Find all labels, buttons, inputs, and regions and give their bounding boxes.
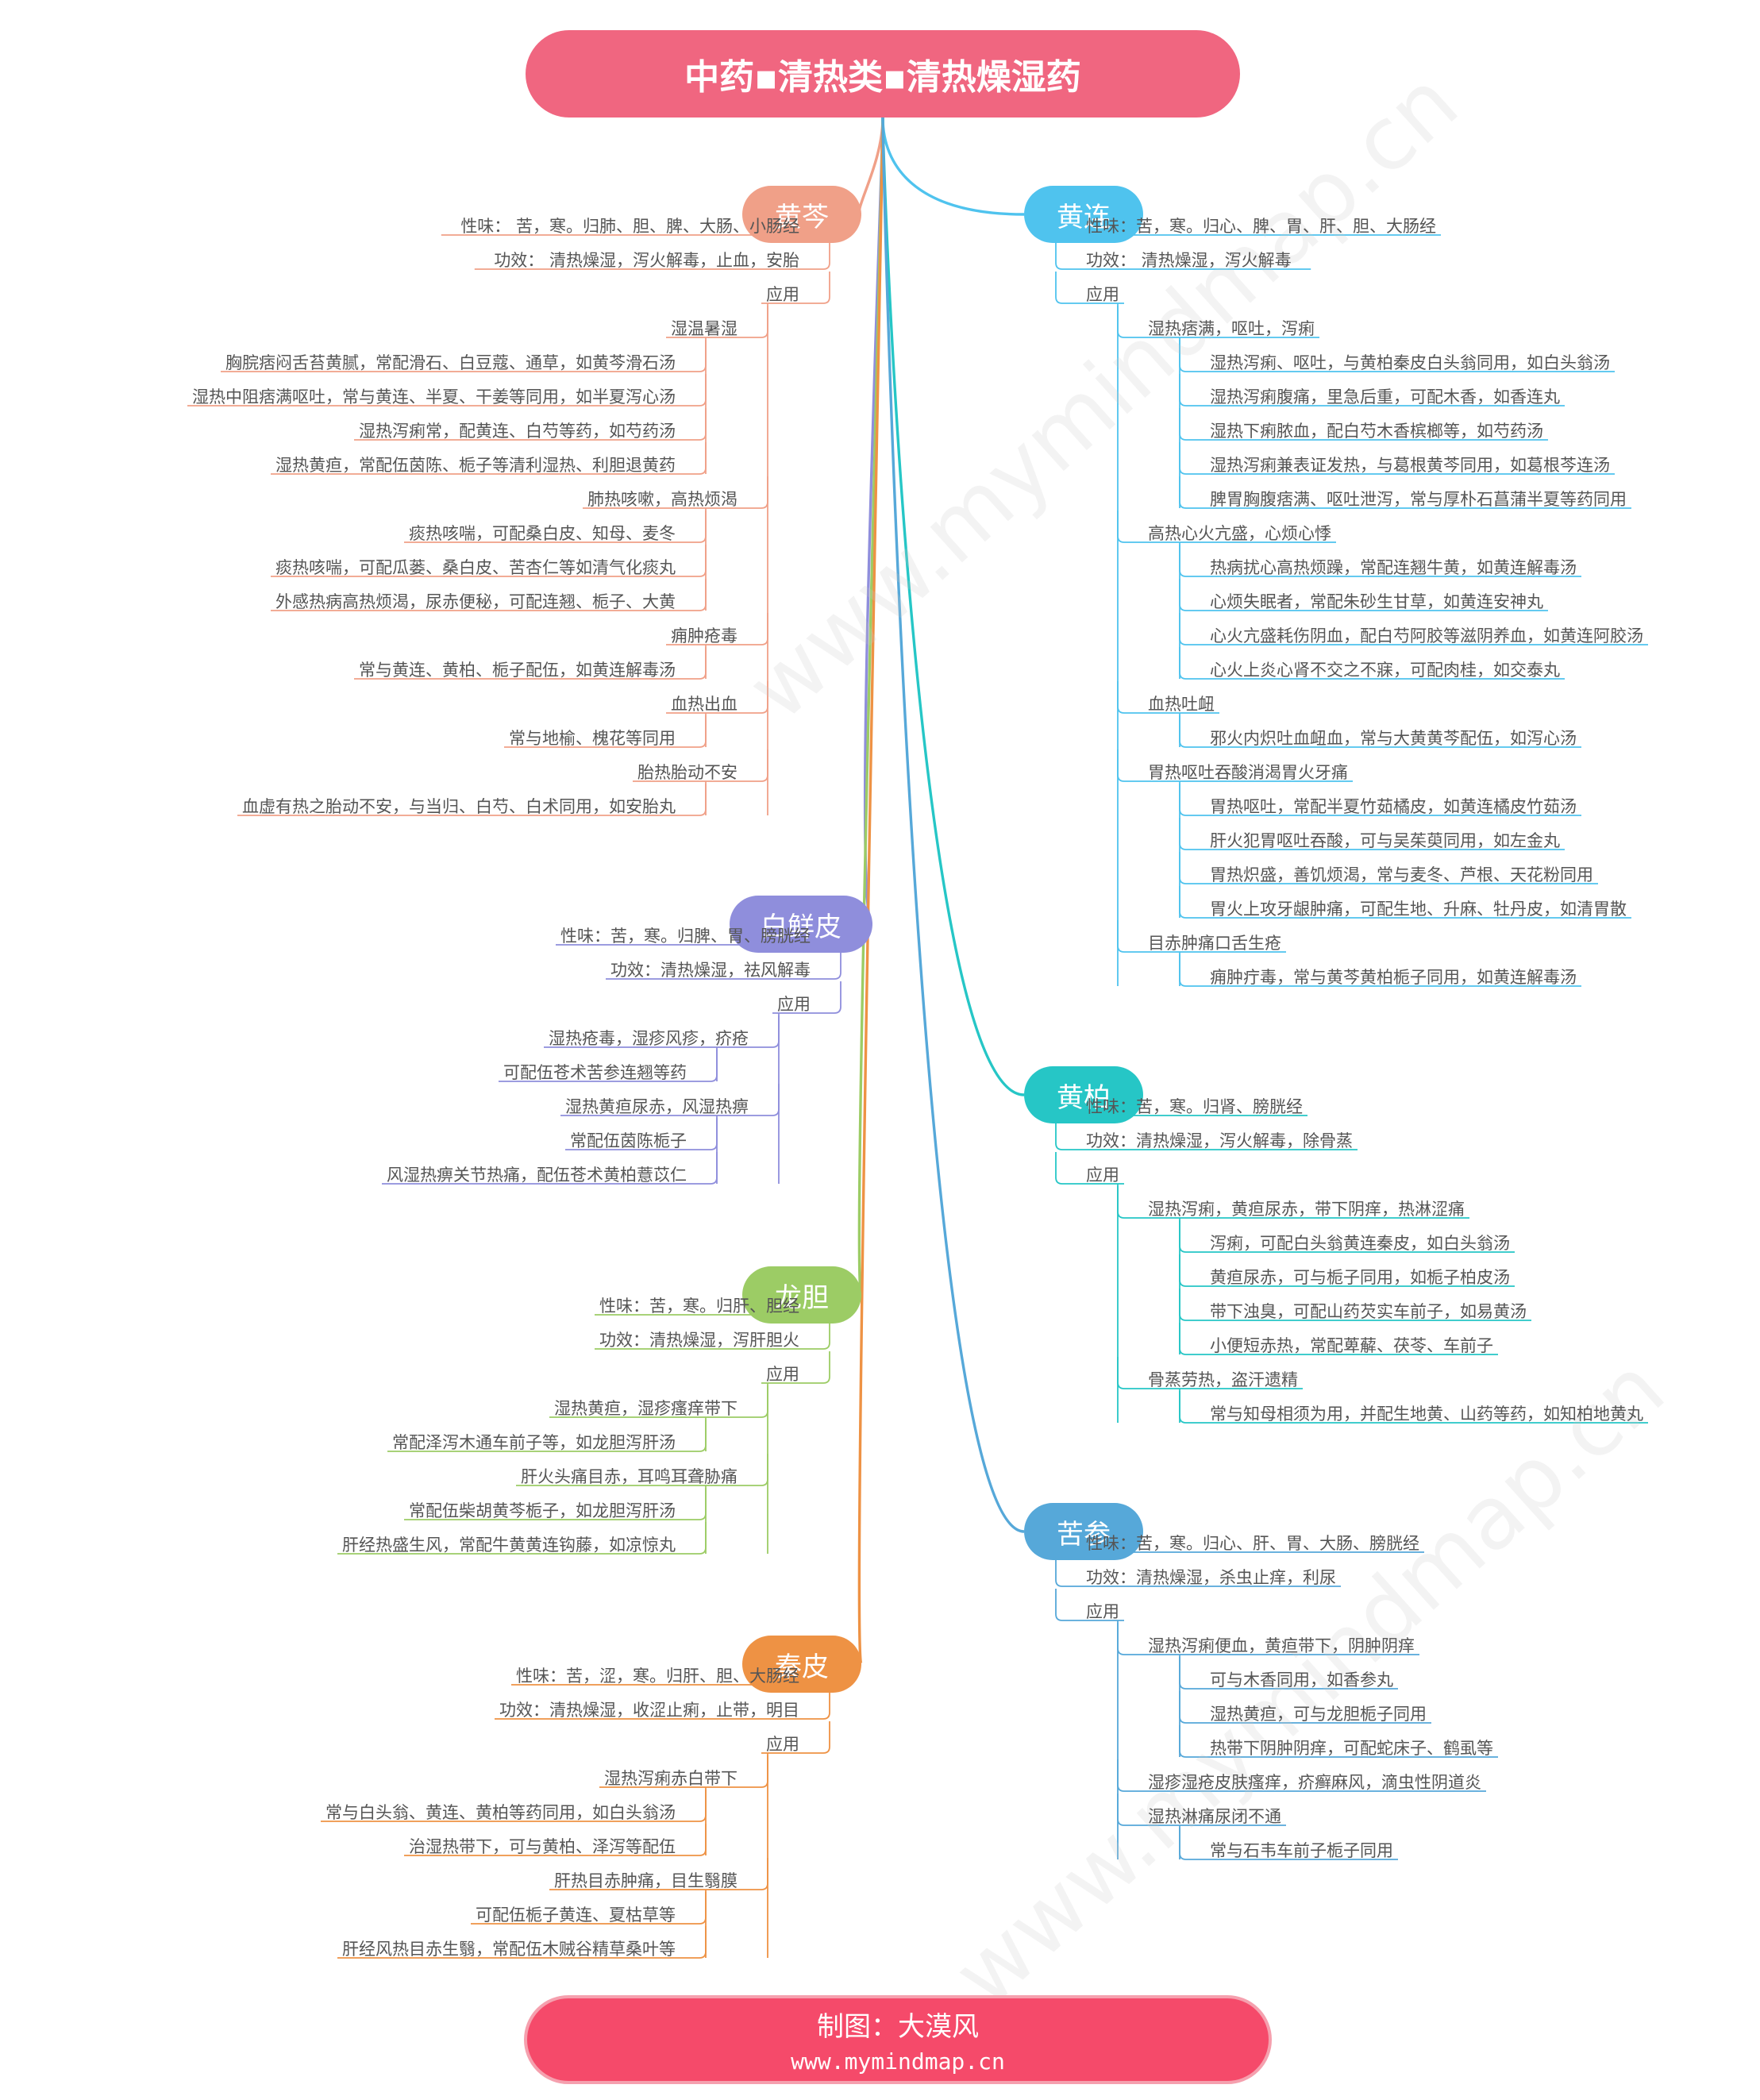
mindmap-leaf: 湿热黄疸，可与龙胆栀子同用: [1210, 1705, 1427, 1724]
mindmap-leaf: 肝火头痛目赤，耳鸣耳聋胁痛: [521, 1467, 738, 1486]
mindmap-leaf: 可与木香同用，如香参丸: [1210, 1670, 1393, 1690]
mindmap-leaf: 应用: [766, 285, 799, 304]
mindmap-leaf: 湿热黄疸，常配伍茵陈、栀子等清利湿热、利胆退黄药: [275, 456, 676, 475]
mindmap-leaf: 常配泽泻木通车前子等，如龙胆泻肝汤: [392, 1433, 676, 1452]
mindmap-leaf: 痈肿疮毒: [671, 626, 738, 645]
mindmap-leaf: 痰热咳喘，可配瓜蒌、桑白皮、苦杏仁等如清气化痰丸: [275, 558, 676, 577]
mindmap-leaf: 胸脘痞闷舌苔黄腻，常配滑石、白豆蔻、通草，如黄芩滑石汤: [225, 353, 676, 372]
mindmap-leaf: 肺热咳嗽，高热烦渴: [587, 490, 738, 509]
mindmap-leaf: 目赤肿痛口舌生疮: [1148, 934, 1281, 953]
mindmap-leaf: 功效：清热燥湿，收涩止痢，止带，明目: [499, 1701, 799, 1720]
mindmap-leaf: 胃热呕吐，常配半夏竹茹橘皮，如黄连橘皮竹茹汤: [1210, 797, 1577, 816]
mindmap-leaf: 常与石韦车前子栀子同用: [1210, 1841, 1393, 1860]
mindmap-leaf: 肝火犯胃呕吐吞酸，可与吴茱萸同用，如左金丸: [1210, 831, 1560, 850]
mindmap-leaf: 应用: [766, 1365, 799, 1384]
branch-node-huanglian: 黄连: [1024, 186, 1143, 243]
mindmap-leaf: 湿热泻痢、呕吐，与黄柏秦皮白头翁同用，如白头翁汤: [1210, 353, 1610, 372]
mindmap-leaf: 心火亢盛耗伤阴血，配白芍阿胶等滋阴养血，如黄连阿胶汤: [1210, 626, 1643, 645]
mindmap-leaf: 治湿热带下，可与黄柏、泽泻等配伍: [409, 1837, 676, 1856]
mindmap-leaf: 功效：清热燥湿，祛风解毒: [610, 961, 811, 980]
branch-node-qinpi: 秦皮: [742, 1636, 861, 1693]
mindmap-leaf: 胃热炽盛，善饥烦渴，常与麦冬、芦根、天花粉同用: [1210, 865, 1593, 884]
mindmap-leaf: 胎热胎动不安: [637, 763, 738, 782]
mindmap-leaf: 功效：清热燥湿，泻肝胆火: [599, 1331, 799, 1350]
mindmap-leaf: 胃火上攻牙龈肿痛，可配生地、升麻、牡丹皮，如清胃散: [1210, 900, 1627, 919]
mindmap-leaf: 应用: [1086, 285, 1119, 304]
branch-node-longdan: 龙胆: [742, 1266, 861, 1324]
mindmap-leaf: 湿热泻痢赤白带下: [604, 1769, 738, 1788]
mindmap-leaf: 热带下阴肿阴痒，可配蛇床子、鹤虱等: [1210, 1739, 1493, 1758]
mindmap-leaf: 肝经热盛生风，常配牛黄黄连钩藤，如凉惊丸: [342, 1536, 676, 1555]
mindmap-leaf: 邪火内炽吐血衄血，常与大黄黄芩配伍，如泻心汤: [1210, 729, 1577, 748]
mindmap-leaf: 功效： 清热燥湿，泻火解毒，止血，安胎: [494, 251, 799, 270]
mindmap-leaf: 可配伍苍术苦参连翘等药: [503, 1063, 687, 1082]
mindmap-leaf: 常配伍柴胡黄芩栀子，如龙胆泻肝汤: [409, 1501, 676, 1520]
mindmap-leaf: 常与白头翁、黄连、黄柏等药同用，如白头翁汤: [325, 1803, 676, 1822]
mindmap-leaf: 小便短赤热，常配萆薢、茯苓、车前子: [1210, 1336, 1493, 1355]
mindmap-leaf: 脾胃胸腹痞满、呕吐泄泻，常与厚朴石菖蒲半夏等药同用: [1210, 490, 1627, 509]
mindmap-leaf: 应用: [1086, 1166, 1119, 1185]
mindmap-leaf: 应用: [1086, 1602, 1119, 1621]
mindmap-leaf: 血热出血: [671, 695, 738, 714]
mindmap-leaf: 湿疹湿疮皮肤瘙痒，疥癣麻风，滴虫性阴道炎: [1148, 1773, 1481, 1792]
mindmap-leaf: 高热心火亢盛，心烦心悸: [1148, 524, 1331, 543]
mindmap-leaf: 性味：苦，寒。归脾、胃、膀胱经: [560, 927, 811, 946]
credit-url: www.mymindmap.cn: [791, 2048, 1005, 2075]
mindmap-leaf: 常配伍茵陈栀子: [570, 1131, 687, 1150]
branch-node-huangqin: 黄芩: [742, 186, 861, 243]
mindmap-leaf: 功效： 清热燥湿，泻火解毒: [1086, 251, 1292, 270]
branch-node-kushen: 苦参: [1024, 1503, 1143, 1560]
branch-node-baixianpi: 白鲜皮: [730, 896, 872, 953]
mindmap-leaf: 湿热中阻痞满呕吐，常与黄连、半夏、干姜等同用，如半夏泻心汤: [192, 387, 676, 407]
mindmap-leaf: 应用: [766, 1735, 799, 1754]
mindmap-leaf: 湿热泻痢常，配黄连、白芍等药，如芍药汤: [359, 422, 676, 441]
mindmap-leaf: 血热吐衄: [1148, 695, 1215, 714]
mindmap-leaf: 湿热下痢脓血，配白芍木香槟榔等，如芍药汤: [1210, 422, 1543, 441]
mindmap-leaf: 湿热泻痢便血，黄疸带下，阴肿阴痒: [1148, 1636, 1415, 1655]
mindmap-leaf: 泻痢，可配白头翁黄连秦皮，如白头翁汤: [1210, 1234, 1510, 1253]
mindmap-leaf: 湿热疮毒，湿疹风疹，疥疮: [549, 1029, 749, 1048]
mindmap-leaf: 湿热泻痢兼表证发热，与葛根黄芩同用，如葛根芩连汤: [1210, 456, 1610, 475]
mindmap-leaf: 功效：清热燥湿，杀虫止痒，利尿: [1086, 1568, 1336, 1587]
mindmap-leaf: 肝经风热目赤生翳，常配伍木贼谷精草桑叶等: [342, 1940, 676, 1959]
mindmap-leaf: 湿温暑湿: [671, 319, 738, 338]
mindmap-leaf: 性味：苦，寒。归心、肝、胃、大肠、膀胱经: [1086, 1534, 1419, 1553]
mindmap-leaf: 性味：苦，寒。归肝、胆经: [599, 1297, 799, 1316]
mindmap-leaf: 常与知母相须为用，并配生地黄、山药等药，如知柏地黄丸: [1210, 1404, 1643, 1424]
mindmap-leaf: 可配伍栀子黄连、夏枯草等: [476, 1905, 676, 1925]
mindmap-leaf: 湿热痞满，呕吐，泻痢: [1148, 319, 1315, 338]
mindmap-leaf: 外感热病高热烦渴，尿赤便秘，可配连翘、栀子、大黄: [275, 592, 676, 611]
mindmap-leaf: 血虚有热之胎动不安，与当归、白芍、白术同用，如安胎丸: [242, 797, 676, 816]
credit-author: 制图：大漠风: [817, 2011, 979, 2043]
mindmap-leaf: 风湿热痹关节热痛，配伍苍术黄柏薏苡仁: [387, 1166, 687, 1185]
mindmap-leaf: 湿热泻痢腹痛，里急后重，可配木香，如香连丸: [1210, 387, 1560, 407]
mindmap-leaf: 湿热泻痢，黄疸尿赤，带下阴痒，热淋涩痛: [1148, 1200, 1465, 1219]
mindmap-leaf: 性味： 苦，寒。归肺、胆、脾、大肠、小肠经: [460, 217, 799, 236]
root-title: 中药▪清热类▪清热燥湿药: [526, 30, 1240, 118]
mindmap-leaf: 功效：清热燥湿，泻火解毒，除骨蒸: [1086, 1131, 1353, 1150]
mindmap-leaf: 黄疸尿赤，可与栀子同用，如栀子柏皮汤: [1210, 1268, 1510, 1287]
mindmap-leaf: 心火上炎心肾不交之不寐，可配肉桂，如交泰丸: [1210, 661, 1560, 680]
mindmap-leaf: 常与地榆、槐花等同用: [509, 729, 676, 748]
mindmap-leaf: 性味：苦，寒。归肾、膀胱经: [1086, 1097, 1303, 1116]
mindmap-leaf: 心烦失眠者，常配朱砂生甘草，如黄连安神丸: [1210, 592, 1543, 611]
mindmap-leaf: 骨蒸劳热，盗汗遗精: [1148, 1370, 1298, 1389]
mindmap-leaf: 胃热呕吐吞酸消渴胃火牙痛: [1148, 763, 1348, 782]
mindmap-leaf: 带下浊臭，可配山药芡实车前子，如易黄汤: [1210, 1302, 1527, 1321]
mindmap-leaf: 性味：苦，涩，寒。归肝、胆、大肠经: [516, 1667, 799, 1686]
mindmap-leaf: 应用: [777, 995, 811, 1014]
mindmap-leaf: 性味：苦，寒。归心、脾、胃、肝、胆、大肠经: [1086, 217, 1436, 236]
mindmap-leaf: 痈肿疔毒，常与黄芩黄柏栀子同用，如黄连解毒汤: [1210, 968, 1577, 987]
mindmap-leaf: 常与黄连、黄柏、栀子配伍，如黄连解毒汤: [359, 661, 676, 680]
branch-node-huangbo: 黄柏: [1024, 1066, 1143, 1123]
mindmap-leaf: 痰热咳喘，可配桑白皮、知母、麦冬: [409, 524, 676, 543]
mindmap-leaf: 湿热黄疸，湿疹瘙痒带下: [554, 1399, 738, 1418]
mindmap-leaf: 肝热目赤肿痛，目生翳膜: [554, 1871, 738, 1890]
mindmap-leaf: 湿热黄疸尿赤，风湿热痹: [565, 1097, 749, 1116]
mindmap-leaf: 湿热淋痛尿闭不通: [1148, 1807, 1281, 1826]
mindmap-leaf: 热病扰心高热烦躁，常配连翘牛黄，如黄连解毒汤: [1210, 558, 1577, 577]
credit-footer: 制图：大漠风 www.mymindmap.cn: [524, 1995, 1272, 2084]
